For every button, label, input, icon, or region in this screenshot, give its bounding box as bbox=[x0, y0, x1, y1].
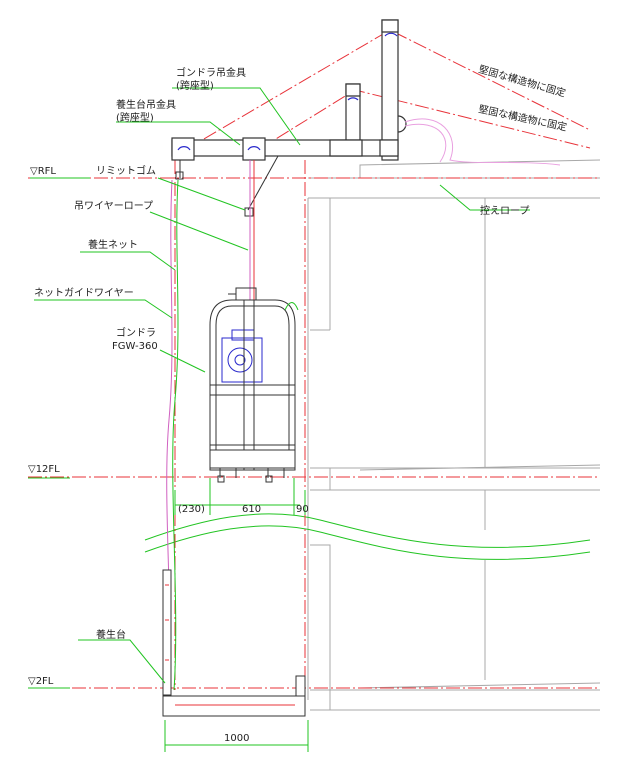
label-curing-platform: 養生台 bbox=[96, 628, 126, 641]
curing-platform bbox=[162, 569, 306, 717]
level-lines bbox=[28, 177, 600, 689]
label-gondola: ゴンドラ bbox=[116, 326, 156, 339]
hanger-struts bbox=[175, 155, 279, 217]
label-suspension-wire: 吊ワイヤーロープ bbox=[74, 200, 153, 212]
label-fix-upper: 堅固な構造物に固定 bbox=[477, 62, 567, 99]
dim-1000: 1000 bbox=[224, 733, 249, 744]
label-curing-net: 養生ネット bbox=[88, 238, 138, 251]
label-gondola-hanger-type: (跨座型) bbox=[176, 79, 214, 92]
dim-90: 90 bbox=[296, 504, 309, 515]
gondola-body bbox=[209, 287, 299, 483]
label-curing-hanger: 養生台吊金具 bbox=[116, 98, 176, 111]
label-net-guide-wire: ネットガイドワイヤー bbox=[34, 287, 134, 299]
label-curing-hanger-type: (跨座型) bbox=[116, 111, 154, 124]
break-lines bbox=[144, 513, 591, 560]
dim-230: (230) bbox=[178, 504, 205, 515]
leader-lines bbox=[28, 87, 530, 689]
gondola-hanger-beams bbox=[171, 19, 407, 161]
label-gondola-model: FGW-360 bbox=[112, 341, 158, 352]
label-fix-lower: 堅固な構造物に固定 bbox=[477, 102, 568, 133]
level-2fl: ▽2FL bbox=[28, 676, 54, 687]
label-limit-rubber: リミットゴム bbox=[96, 164, 156, 177]
dim-610: 610 bbox=[242, 504, 261, 515]
label-restraint-rope: 控えロープ bbox=[480, 204, 529, 217]
building-structure bbox=[307, 159, 601, 711]
dimension-lines bbox=[164, 478, 309, 752]
level-rfl: ▽RFL bbox=[30, 166, 56, 177]
restraint-rope bbox=[404, 118, 561, 166]
label-gondola-hanger: ゴンドラ吊金具 bbox=[176, 66, 246, 79]
level-12fl: ▽12FL bbox=[28, 464, 60, 475]
